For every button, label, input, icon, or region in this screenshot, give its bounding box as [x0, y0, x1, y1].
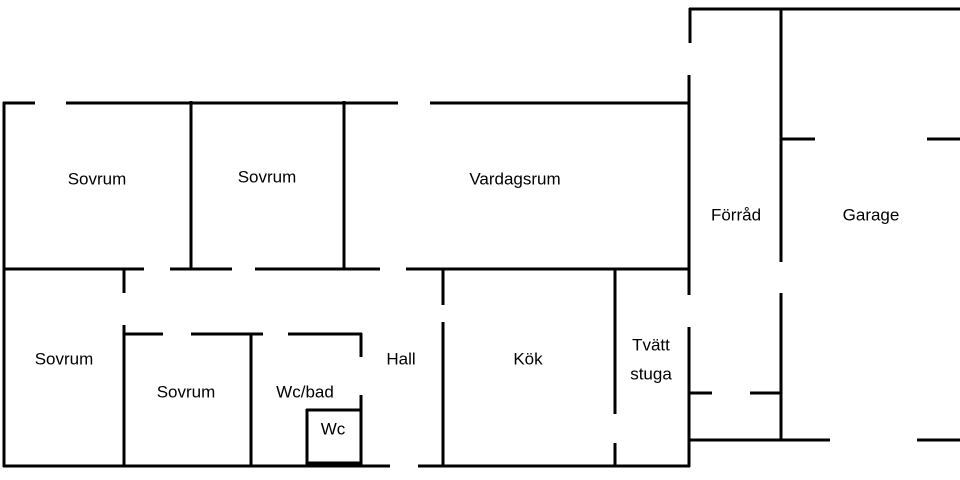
label-kok: Kök — [513, 350, 543, 369]
label-tvattstuga-line2: stuga — [630, 365, 672, 384]
label-wc-bad: Wc/bad — [276, 383, 334, 402]
label-sovrum-4: Sovrum — [157, 383, 216, 402]
label-forrad: Förråd — [711, 206, 761, 225]
label-garage: Garage — [843, 206, 900, 225]
label-sovrum-3: Sovrum — [35, 350, 94, 369]
exterior-walls — [2, 7, 960, 468]
label-hall: Hall — [386, 350, 415, 369]
label-wc: Wc — [321, 420, 346, 439]
label-sovrum-1: Sovrum — [68, 170, 127, 189]
label-tvattstuga-line1: Tvätt — [632, 336, 670, 355]
room-labels: Sovrum Sovrum Vardagsrum Förråd Garage S… — [35, 168, 900, 439]
label-vardagsrum: Vardagsrum — [469, 170, 560, 189]
interior-walls — [3, 101, 690, 467]
label-sovrum-2: Sovrum — [238, 168, 297, 187]
